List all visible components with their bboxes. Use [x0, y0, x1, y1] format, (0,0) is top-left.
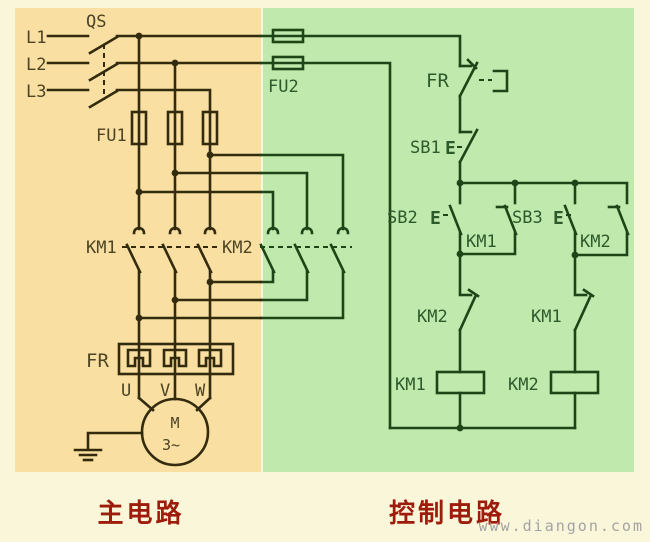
- heater-element-icon: [162, 348, 188, 368]
- terminal-w-label: W: [195, 381, 206, 401]
- km2-main-label: KM2: [222, 238, 253, 258]
- km1-main-label: KM1: [86, 238, 117, 258]
- junction-dots-main: [135, 32, 214, 322]
- thermal-actuator-icon: [492, 69, 509, 93]
- fu2-fuses: [259, 28, 462, 430]
- watermark: www.diangon.com: [479, 517, 644, 535]
- terminal-u-label: U: [121, 381, 131, 401]
- km2-main-contacts: [137, 226, 352, 320]
- fu1-fuses: [130, 110, 219, 146]
- km1-main-contacts: [122, 226, 218, 346]
- junction-dots-control: [456, 179, 579, 432]
- motor-letter: M: [170, 414, 179, 432]
- phase-wires: [115, 34, 345, 231]
- sb1-nc-button: [457, 128, 479, 185]
- km2-seal-label: KM2: [580, 232, 611, 252]
- km2-interlock-label: KM2: [417, 307, 448, 327]
- main-section-title: 主电路: [97, 498, 184, 528]
- phase-label-l3: L3: [26, 82, 46, 102]
- km2-seal-contact: [573, 204, 630, 257]
- ground-symbol: [73, 431, 144, 462]
- km1-coil: [435, 370, 486, 430]
- fu1-label: FU1: [96, 126, 127, 146]
- control-section-title: 控制电路: [389, 498, 505, 528]
- heater-element-icon: [197, 348, 223, 368]
- fr-nc-contact: [458, 58, 509, 134]
- control-circuit-panel: [263, 8, 634, 472]
- sb2-label: SB2: [387, 208, 418, 228]
- fr-control-label: FR: [426, 70, 449, 92]
- km1-coil-label: KM1: [395, 375, 426, 395]
- km1-interlock-contact: [573, 253, 595, 374]
- fr-main-label: FR: [86, 350, 109, 372]
- phase-label-l2: L2: [26, 55, 46, 75]
- sb1-label: SB1: [410, 138, 441, 158]
- km1-seal-label: KM1: [466, 232, 497, 252]
- km2-coil-label: KM2: [508, 375, 539, 395]
- sb3-label: SB3: [512, 208, 543, 228]
- sb1-actuator: E: [445, 138, 456, 159]
- km2-coil: [549, 370, 600, 430]
- km1-interlock-label: KM1: [531, 307, 562, 327]
- km2-interlock-contact: [458, 252, 480, 374]
- sb3-actuator: E: [553, 208, 564, 229]
- sb2-actuator: E: [430, 208, 441, 229]
- qs-switch: [46, 34, 119, 109]
- fu2-label: FU2: [268, 77, 299, 97]
- heater-element-icon: [126, 348, 152, 368]
- qs-label: QS: [86, 12, 106, 32]
- phase-label-l1: L1: [26, 28, 46, 48]
- terminal-v-label: V: [160, 381, 170, 401]
- fr-thermal-element: [117, 342, 235, 401]
- motor-phase-label: 3~: [162, 436, 180, 454]
